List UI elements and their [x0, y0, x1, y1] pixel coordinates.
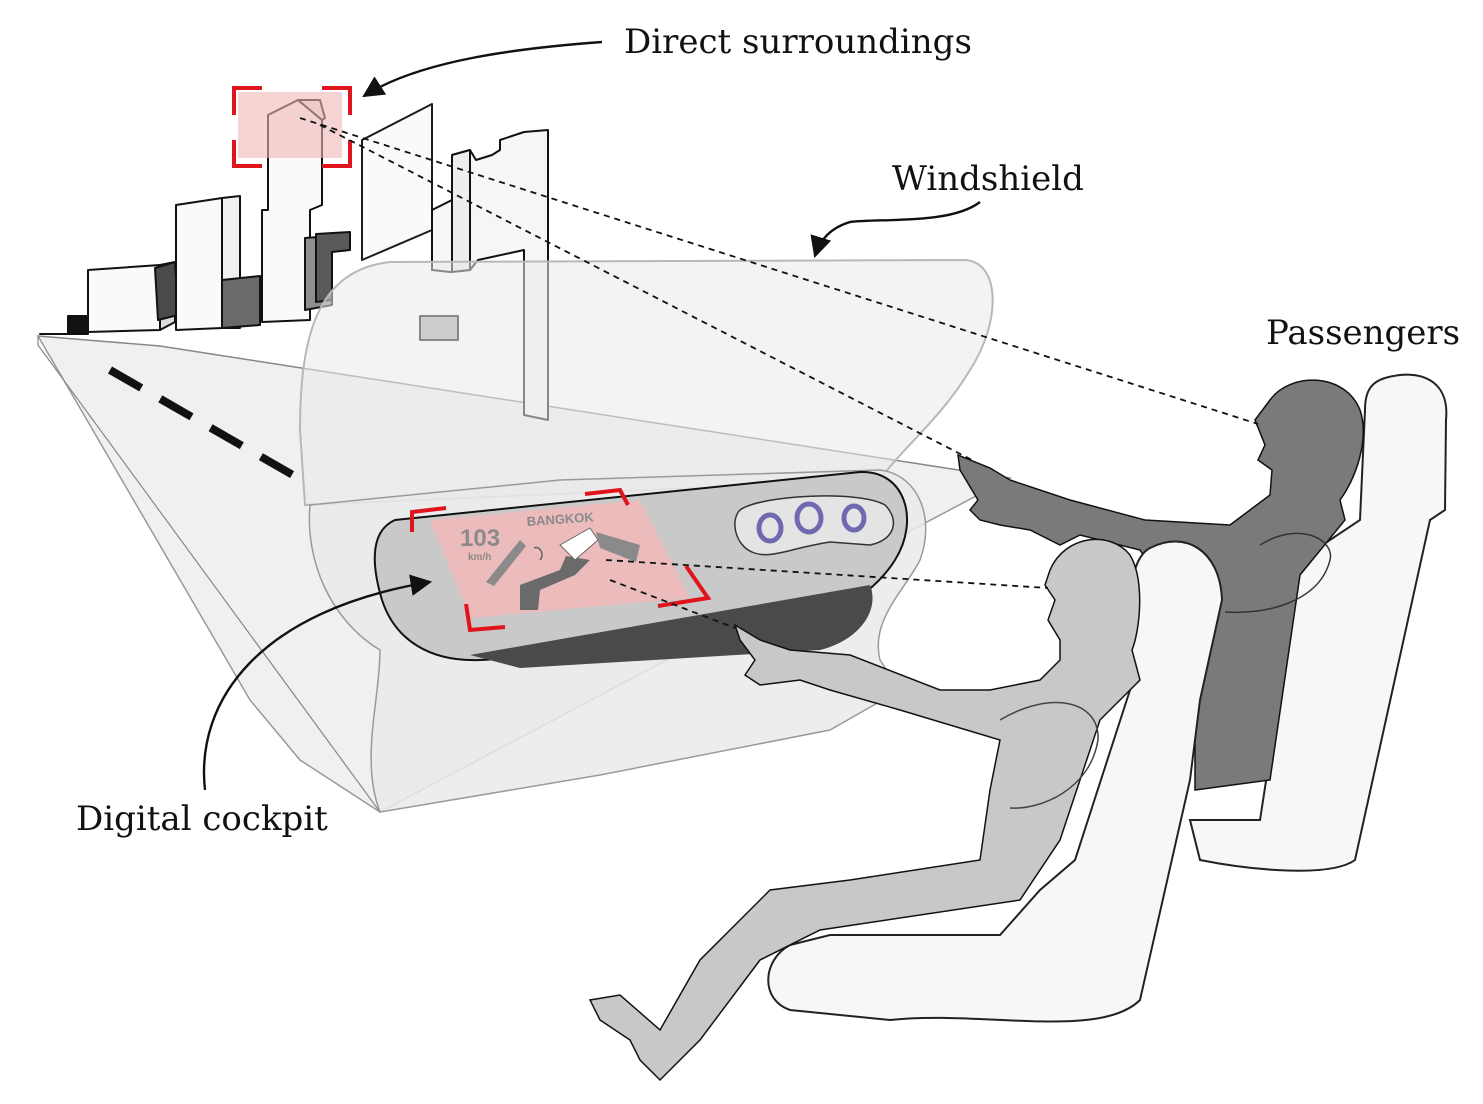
rear-seat	[1188, 373, 1448, 872]
hud-road-icon	[596, 532, 640, 562]
control-ring-right[interactable]	[841, 503, 867, 533]
windshield	[298, 258, 994, 507]
hud-speed: 103	[460, 525, 500, 552]
hud-destination: BANGKOK	[526, 509, 595, 529]
cockpit-highlight-brackets	[410, 487, 712, 633]
hud-screen: 103 km/h BANGKOK	[430, 500, 690, 618]
label-direct-surroundings: Direct surroundings	[624, 22, 972, 62]
label-arrows	[202, 40, 981, 791]
hud-speed-unit: km/h	[468, 552, 491, 563]
hud-lane-arrow-icon	[486, 540, 526, 586]
control-panel	[734, 495, 895, 556]
surroundings-highlight	[232, 86, 352, 168]
control-ring-left[interactable]	[756, 512, 784, 544]
front-passenger	[588, 538, 1141, 1082]
label-passengers: Passengers	[1266, 313, 1460, 353]
label-digital-cockpit: Digital cockpit	[76, 799, 328, 839]
lane-marking	[108, 366, 307, 486]
sight-lines	[299, 117, 1259, 629]
label-windshield: Windshield	[892, 159, 1084, 199]
hud-turn-arrow-icon	[520, 556, 590, 610]
rear-passenger	[957, 379, 1364, 791]
control-ring-center[interactable]	[794, 501, 824, 535]
